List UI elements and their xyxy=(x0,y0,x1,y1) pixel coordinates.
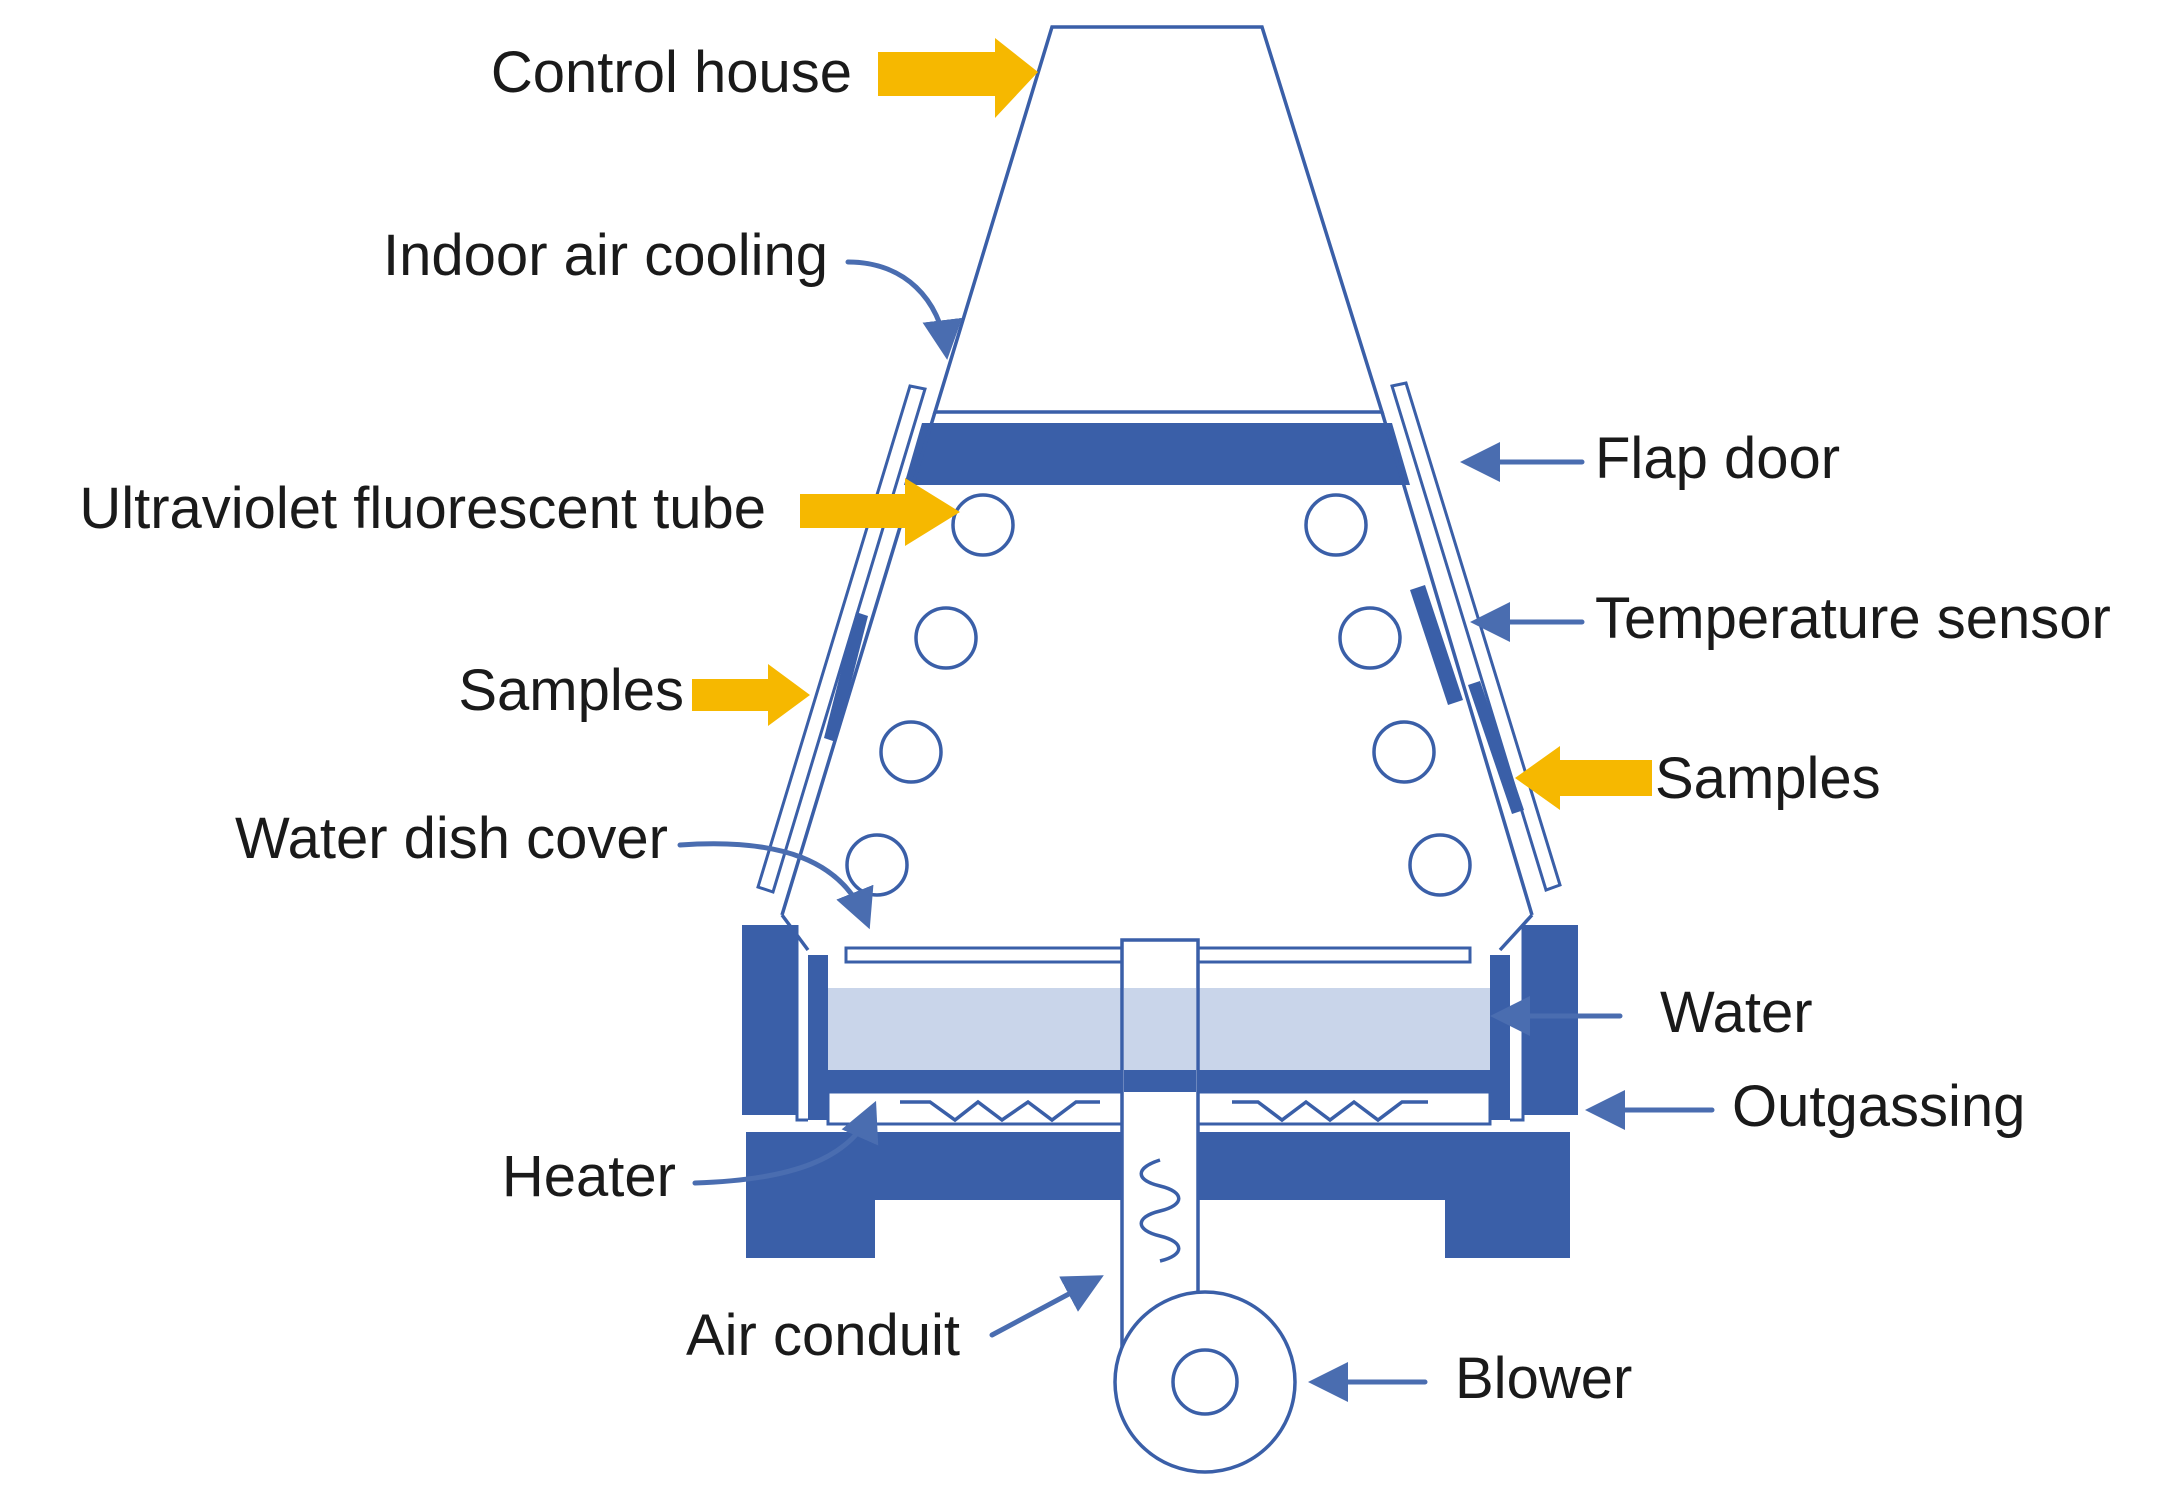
base-side-block-right xyxy=(1523,925,1578,1115)
lamp-mounting-plate xyxy=(904,423,1410,485)
air-conduit-water-overlay xyxy=(1124,988,1196,1070)
label-samples-left: Samples xyxy=(458,658,684,723)
flap-door-left xyxy=(756,384,927,894)
air-conduit-pan-bottom xyxy=(1124,1070,1196,1092)
samples-right-arrow xyxy=(1515,746,1652,810)
flap-door-right xyxy=(1390,381,1562,892)
control-house-arrow xyxy=(878,38,1038,118)
label-indoor-air-cooling: Indoor air cooling xyxy=(383,223,828,288)
uv-tubes xyxy=(845,493,1472,897)
temperature-sensor xyxy=(1410,585,1463,705)
uv-tube xyxy=(1304,493,1368,557)
air-coil xyxy=(1139,1158,1181,1263)
label-water: Water xyxy=(1660,980,1813,1045)
uv-tube-arrow xyxy=(800,478,960,546)
heater-coil-left xyxy=(900,1099,1100,1123)
label-water-dish-cover: Water dish cover xyxy=(235,806,668,871)
uv-tube xyxy=(1408,833,1472,897)
samples-left-arrow xyxy=(692,664,810,726)
heater-arrow xyxy=(692,1100,879,1186)
heater-coil-right xyxy=(1232,1099,1428,1123)
outgassing-channels xyxy=(795,925,1525,1122)
label-air-conduit: Air conduit xyxy=(686,1303,960,1368)
pan-wall-left xyxy=(808,955,828,1120)
uv-tube xyxy=(951,493,1015,557)
label-temperature-sensor: Temperature sensor xyxy=(1595,586,2111,651)
uv-tube xyxy=(1372,720,1436,784)
label-ultraviolet-tube: Ultraviolet fluorescent tube xyxy=(79,476,766,541)
uv-tube xyxy=(845,833,909,897)
highlight-arrows xyxy=(692,38,1652,810)
sample-left xyxy=(824,612,868,742)
label-flap-door: Flap door xyxy=(1595,426,1840,491)
label-heater: Heater xyxy=(502,1144,676,1209)
sample-right xyxy=(1468,681,1524,814)
pointer-arrows xyxy=(677,259,1715,1402)
label-samples-right: Samples xyxy=(1655,746,1881,811)
uv-tube xyxy=(1338,606,1402,670)
label-blower: Blower xyxy=(1455,1346,1632,1411)
label-control-house: Control house xyxy=(491,40,852,105)
water-dish-cover-arrow xyxy=(677,841,874,930)
blower-hub xyxy=(1171,1348,1239,1416)
air-conduit-arrow xyxy=(989,1275,1104,1338)
label-outgassing: Outgassing xyxy=(1732,1074,2025,1139)
indoor-air-cooling-arrow xyxy=(845,259,963,360)
pan-wall-right xyxy=(1490,955,1510,1120)
uv-tube xyxy=(914,606,978,670)
uv-tube xyxy=(879,720,943,784)
base-side-block-left xyxy=(742,925,797,1115)
